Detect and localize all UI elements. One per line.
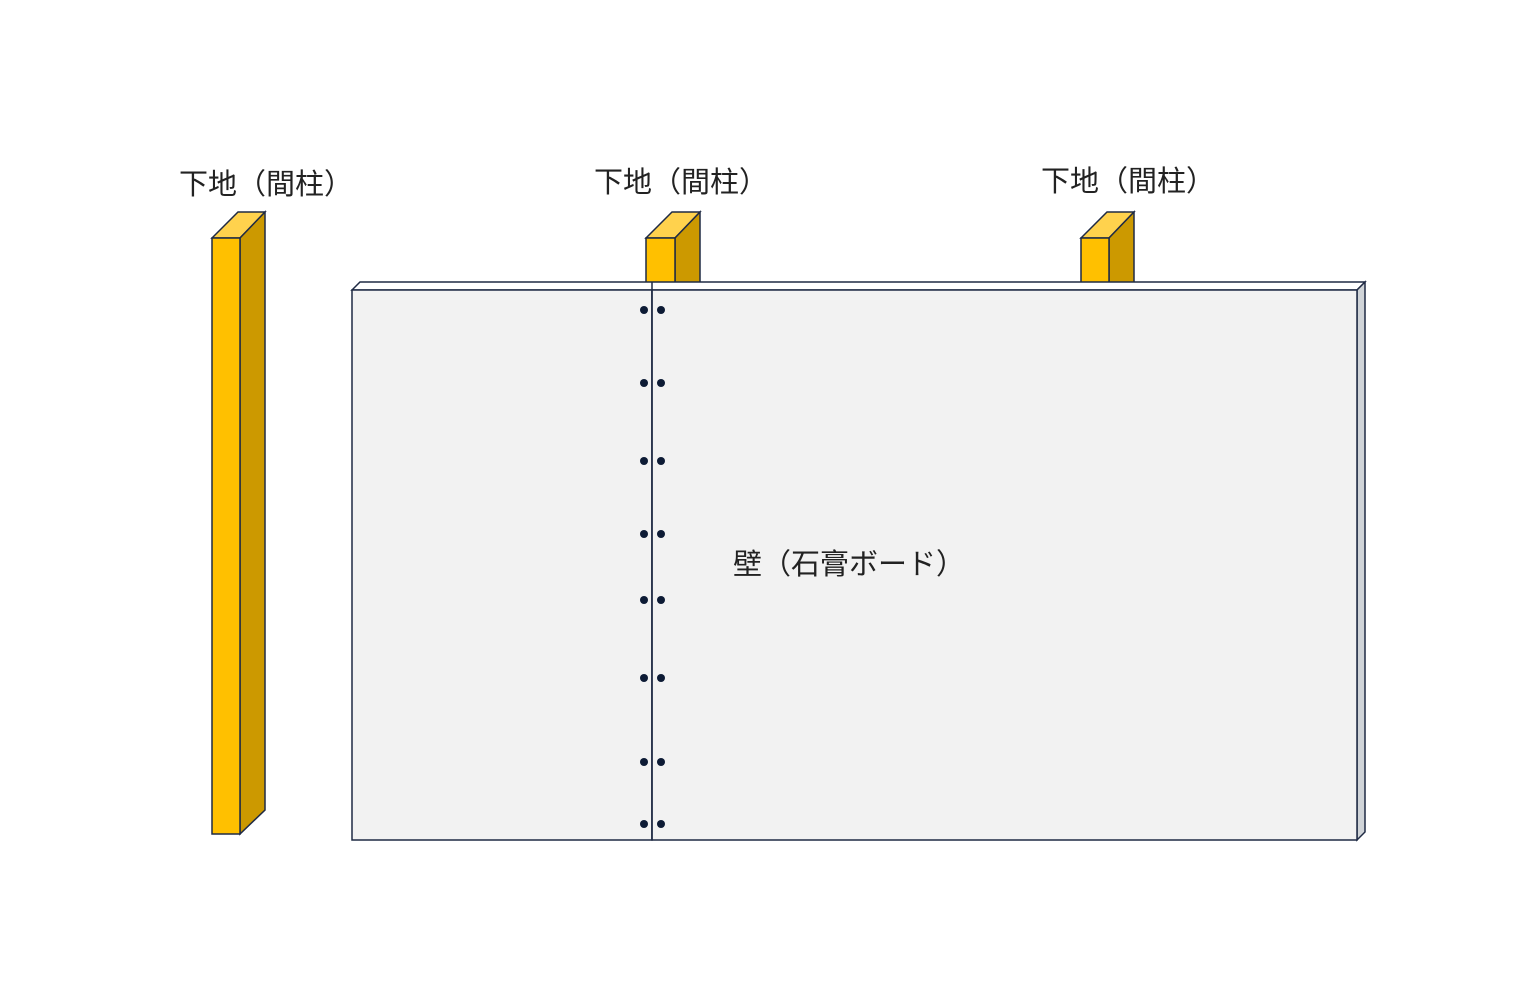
screw [640, 674, 648, 682]
screw [657, 379, 665, 387]
screw [657, 530, 665, 538]
wall-label: 壁（石膏ボード） [733, 547, 966, 581]
screw [657, 758, 665, 766]
screws [640, 306, 665, 828]
screw [657, 820, 665, 828]
stud-right-label: 下地（間柱） [1041, 164, 1216, 198]
screw [640, 306, 648, 314]
screw [657, 306, 665, 314]
stud-left-side-face [239, 210, 266, 836]
stud-left [210, 210, 267, 836]
board-left-panel [351, 289, 653, 841]
stud-right [1079, 210, 1136, 291]
stud-middle-label: 下地（間柱） [594, 165, 769, 199]
board-right-panel [651, 289, 1358, 841]
gypsum-board [350, 280, 1367, 842]
screw [640, 379, 648, 387]
screw [657, 674, 665, 682]
screw [640, 530, 648, 538]
screw [640, 758, 648, 766]
screw [657, 596, 665, 604]
stud-left-front-face [211, 237, 241, 835]
board-top-edge [350, 281, 1367, 291]
screw [657, 457, 665, 465]
stud-left-label: 下地（間柱） [179, 167, 354, 201]
board-right-edge [1356, 280, 1366, 842]
screw [640, 820, 648, 828]
screw [640, 457, 648, 465]
screw [640, 596, 648, 604]
stud-middle [644, 210, 702, 291]
